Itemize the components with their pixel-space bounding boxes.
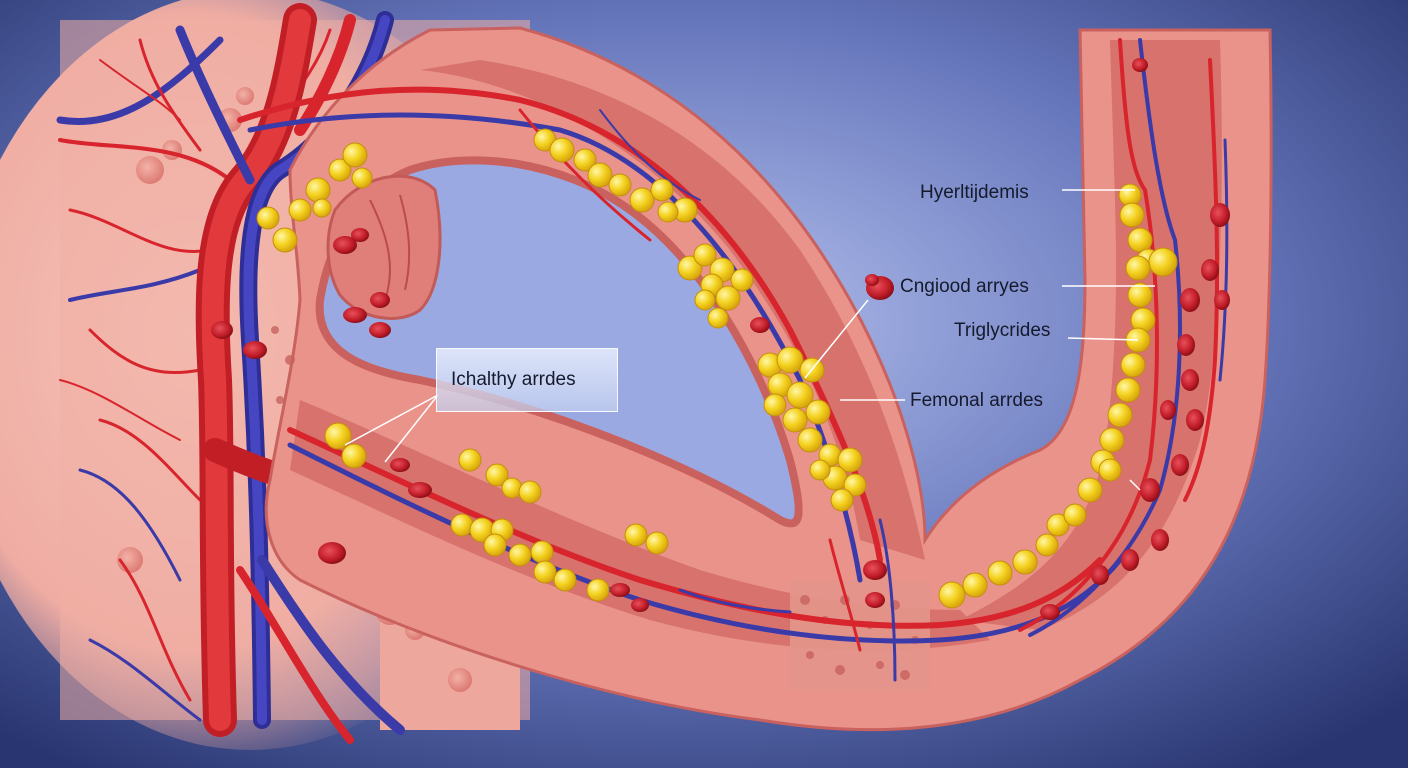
label-femoral-arteries: Femonal arrdes — [910, 390, 1044, 411]
label-hyperlipidemia: Hyerltijdemis — [920, 182, 1029, 203]
label-triglycerides: Triglycrides — [954, 320, 1051, 341]
label-leader-lines — [344, 189, 1155, 491]
fat-deposits — [256, 128, 1178, 609]
red-blood-cells — [211, 58, 1230, 620]
left-capillaries — [56, 28, 332, 722]
label-clogged-arteries: Cngiood arryes — [900, 276, 1029, 297]
label-healthy-arteries: Ichalthy arrdes — [436, 348, 618, 412]
